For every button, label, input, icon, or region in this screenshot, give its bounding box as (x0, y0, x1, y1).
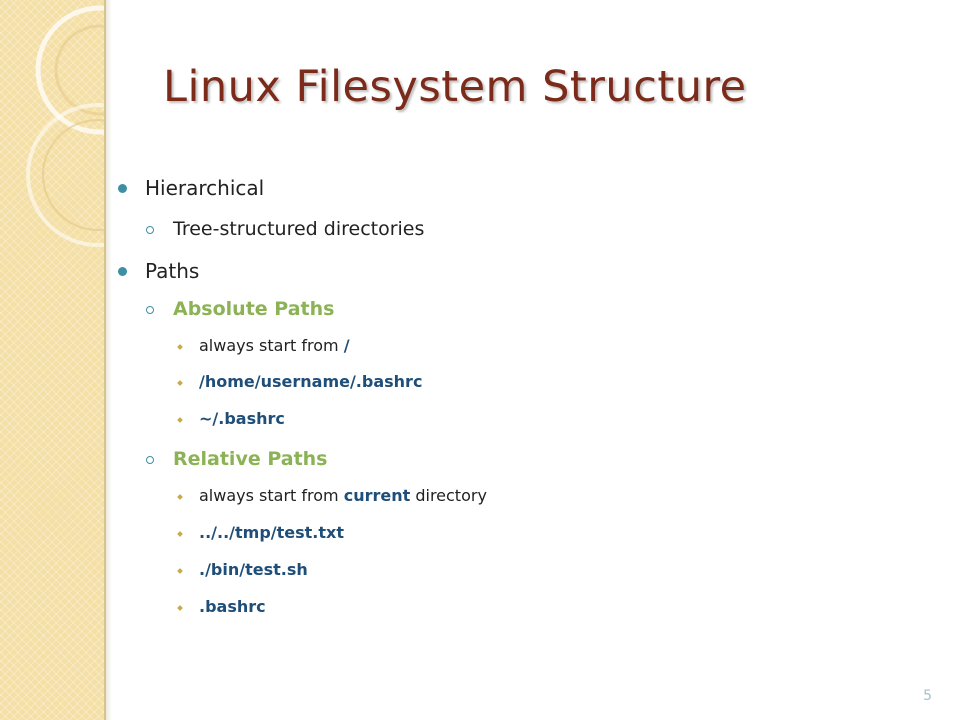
list-item-rel-example-2: ./bin/test.sh (199, 560, 308, 579)
rel-start-code: current (343, 486, 411, 505)
band-shadow (106, 0, 112, 720)
list-item-hierarchical: Hierarchical (145, 176, 265, 200)
decorative-rings (26, 5, 104, 247)
bullet-diamond-icon (177, 605, 183, 611)
bullet-diamond-icon (177, 417, 183, 423)
rel-start-text: always start from (199, 486, 344, 505)
abs-start-code: / (343, 336, 350, 355)
decorative-band (0, 0, 106, 720)
bullet-diamond-icon (177, 568, 183, 574)
slide-title: Linux Filesystem Structure (163, 62, 747, 112)
list-item-rel-example-1: ../../tmp/test.txt (199, 523, 344, 542)
list-item-absolute-paths: Absolute Paths (173, 298, 335, 320)
rel-start-tail: directory (410, 486, 487, 505)
bullet-diamond-icon (177, 494, 183, 500)
list-item-abs-example-1: /home/username/.bashrc (199, 372, 423, 391)
list-item-tree: Tree-structured directories (173, 218, 425, 240)
bullet-diamond-icon (177, 380, 183, 386)
bullet-ring-icon (146, 306, 154, 314)
list-item-abs-start: always start from / (199, 336, 350, 355)
bullet-diamond-icon (177, 531, 183, 537)
bullet-diamond-icon (177, 344, 183, 350)
list-item-rel-example-3: .bashrc (199, 597, 266, 616)
bullet-dot-icon (118, 184, 127, 193)
bullet-ring-icon (146, 456, 154, 464)
bullet-dot-icon (118, 267, 127, 276)
page-number: 5 (923, 688, 932, 704)
abs-start-text: always start from (199, 336, 344, 355)
bullet-ring-icon (146, 226, 154, 234)
list-item-abs-example-2: ~/.bashrc (199, 409, 285, 428)
list-item-rel-start: always start from current directory (199, 486, 487, 505)
list-item-relative-paths: Relative Paths (173, 448, 328, 470)
list-item-paths: Paths (145, 259, 200, 283)
